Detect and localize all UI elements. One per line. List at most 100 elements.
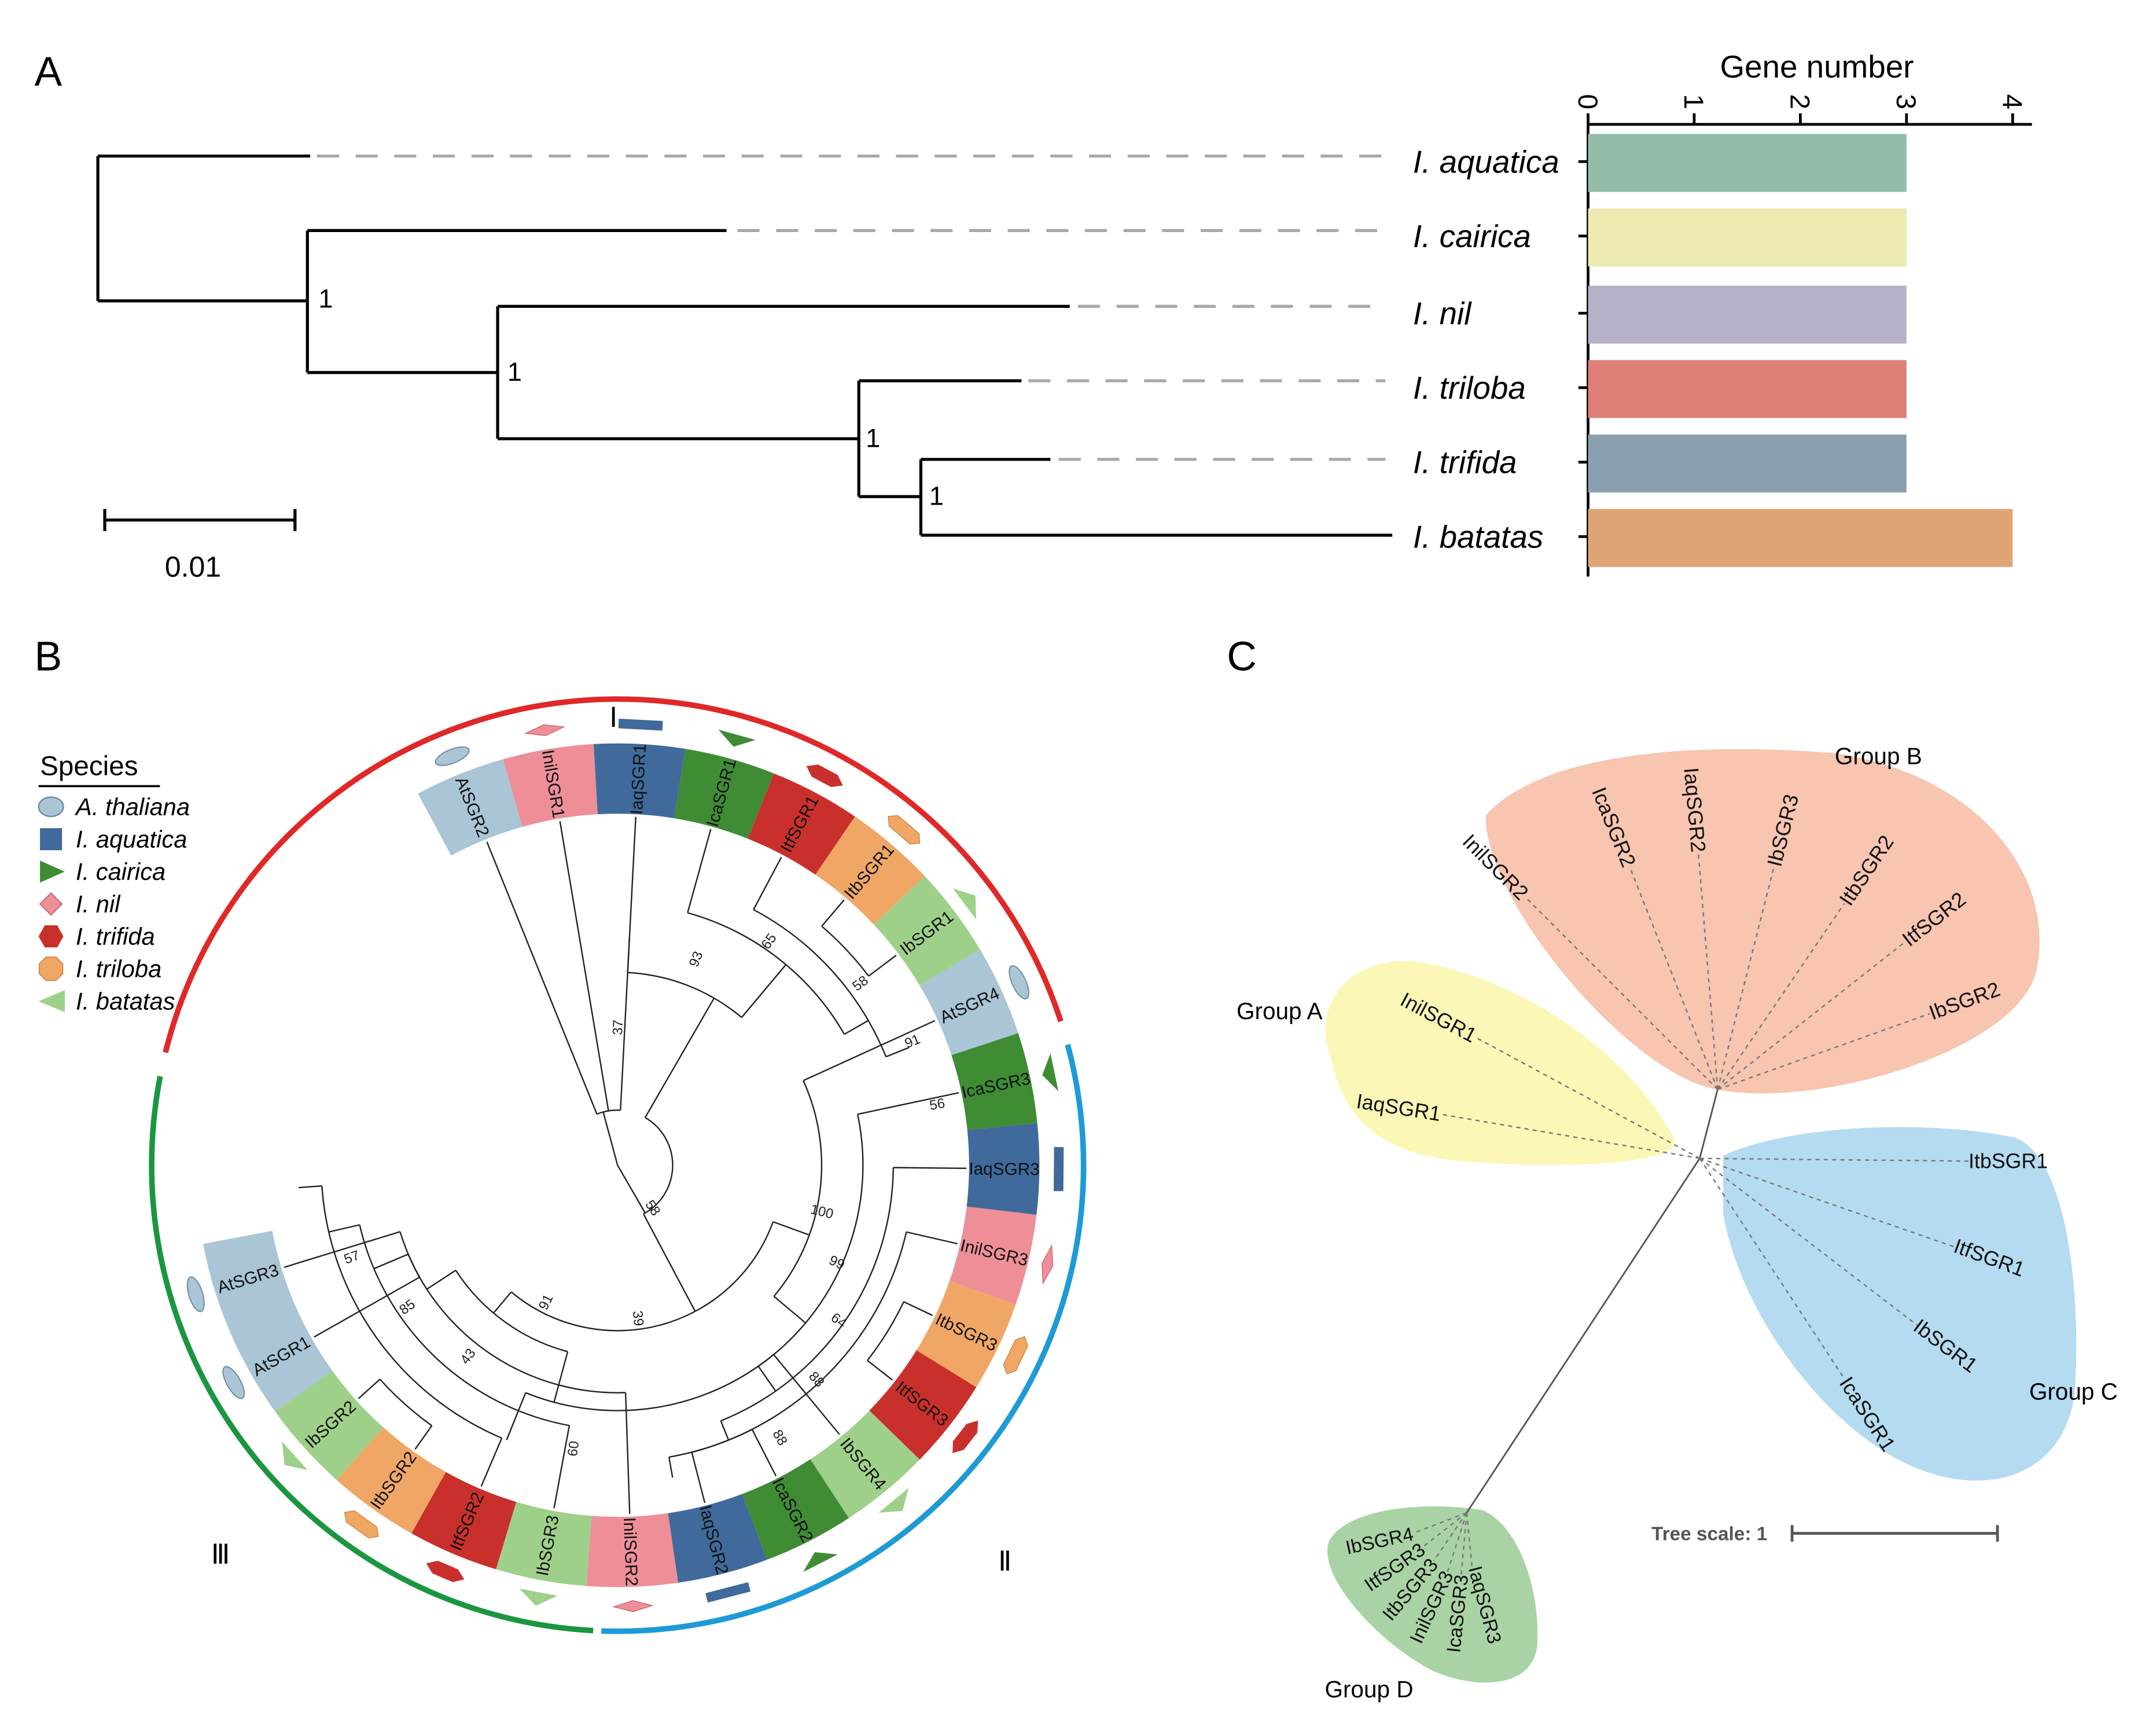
species-ring-segment [586, 1513, 678, 1587]
species-label: I. aquatica [1413, 144, 1559, 179]
ellipse-marker-icon [435, 746, 470, 766]
ellipse-icon [38, 796, 64, 818]
gene-number-bar [1588, 360, 1907, 418]
x-tick-label: 3 [1890, 94, 1921, 109]
node-support-label: 1 [929, 481, 944, 510]
bootstrap-label: 56 [928, 1095, 946, 1113]
species-ring-segment [503, 744, 598, 827]
legend-label: I. cairica [76, 858, 165, 885]
square-marker-icon [705, 1582, 751, 1603]
tree-branch [486, 841, 598, 1115]
x-tick-label: 2 [1785, 94, 1815, 109]
tree-arc [867, 1301, 904, 1361]
tree-branch [506, 1392, 527, 1440]
group-a-label: Group A [1237, 998, 1323, 1024]
bootstrap-label: 39 [630, 1310, 647, 1327]
tree-branch [885, 1047, 910, 1058]
species-ring-segment [411, 1472, 517, 1569]
species-ring-segment [336, 1427, 446, 1534]
species-ring-segment [916, 1281, 1016, 1388]
gene-number-bar [1588, 285, 1907, 344]
node-support-label: 1 [318, 284, 333, 314]
bootstrap-label: 100 [809, 1201, 835, 1222]
ellipse-marker-icon [1009, 965, 1029, 999]
tree-branch [553, 1351, 569, 1403]
group-b-hull [1486, 749, 2040, 1094]
clade-label-ii: Ⅱ [998, 1547, 1011, 1577]
tree-branch [668, 1457, 674, 1478]
gene-number-axis [1587, 123, 2032, 577]
species-label: I. nil [1413, 295, 1472, 331]
hexagon-marker-icon [806, 764, 843, 788]
hexagon-marker-icon [426, 1561, 465, 1582]
legend-label: I. aquatica [76, 825, 187, 852]
legend-label: I. nil [76, 890, 121, 917]
tree-scale-label: 0.01 [165, 550, 221, 583]
ellipse-marker-icon [222, 1366, 245, 1399]
tree-arc [627, 972, 742, 1019]
tree-branch [643, 1214, 696, 1312]
triangle-left-icon [38, 990, 65, 1013]
tree-arc [753, 909, 887, 1057]
tree-arc [720, 1167, 894, 1422]
tree-branch [720, 1420, 730, 1440]
panel-b-label: B [35, 633, 62, 679]
tree-arc [321, 1186, 502, 1439]
bootstrap-label: 99 [826, 1252, 847, 1273]
gene-leaf-label: InilSGR2 [620, 1517, 641, 1586]
bootstrap-label: 57 [342, 1248, 362, 1267]
diamond-marker-icon [1042, 1244, 1054, 1285]
tree-branch [602, 1112, 619, 1165]
gene-number-bar [1588, 208, 1907, 267]
legend-label: I. batatas [76, 987, 175, 1014]
group-c-label: Group C [2029, 1378, 2118, 1405]
triangle-right-icon [40, 861, 65, 883]
tree-arc [643, 1117, 674, 1215]
tree-arc [510, 1221, 774, 1332]
diamond-icon [39, 892, 63, 916]
clade-arc-ii [601, 1043, 1087, 1634]
group-b-label: Group B [1835, 742, 1922, 769]
species-ring-segment [815, 816, 925, 925]
tree-guide-lines [317, 155, 1386, 461]
panel-c-label: C [1227, 633, 1257, 679]
species-ring-segment [275, 1370, 384, 1480]
circular-gene-tree [284, 817, 967, 1514]
tree-branch [687, 829, 712, 913]
species-ring-segment [951, 1033, 1037, 1130]
gene-number-bar [1588, 434, 1907, 492]
tree-branch [906, 1231, 958, 1245]
octagon-icon [38, 956, 64, 981]
species-ring-segment [966, 1123, 1040, 1215]
octagon-marker-icon [888, 815, 921, 845]
triangle-left-marker-icon [519, 1589, 558, 1606]
tree-branch [857, 1092, 959, 1115]
group-d-hull [1327, 1506, 1538, 1683]
species-ring-segment [742, 1459, 849, 1560]
group-d-label: Group D [1324, 1676, 1413, 1703]
hexagon-marker-icon [952, 1420, 978, 1454]
species-ring-segment [203, 1230, 295, 1332]
tree-scale-bar [103, 509, 297, 531]
bootstrap-label: 43 [457, 1345, 479, 1367]
square-icon [40, 828, 62, 851]
bootstrap-label: 37 [610, 1020, 626, 1035]
ellipse-marker-icon [186, 1276, 205, 1312]
tree-branch [867, 1359, 893, 1381]
tree-branch [480, 1437, 503, 1487]
bootstrap-label: 64 [828, 1310, 849, 1331]
species-ring-segment [919, 949, 1018, 1056]
tree-arc [597, 1109, 621, 1115]
tree-scale-c-label: Tree scale: 1 [1651, 1524, 1767, 1545]
tree-branch [753, 856, 782, 910]
triangle-right-marker-icon [803, 1552, 838, 1572]
bootstrap-label: 88 [805, 1369, 827, 1391]
triangle-left-marker-icon [282, 1441, 308, 1470]
bootstrap-label: 60 [565, 1440, 582, 1457]
tree-branch [553, 1425, 571, 1509]
x-tick-label: 0 [1572, 94, 1603, 109]
